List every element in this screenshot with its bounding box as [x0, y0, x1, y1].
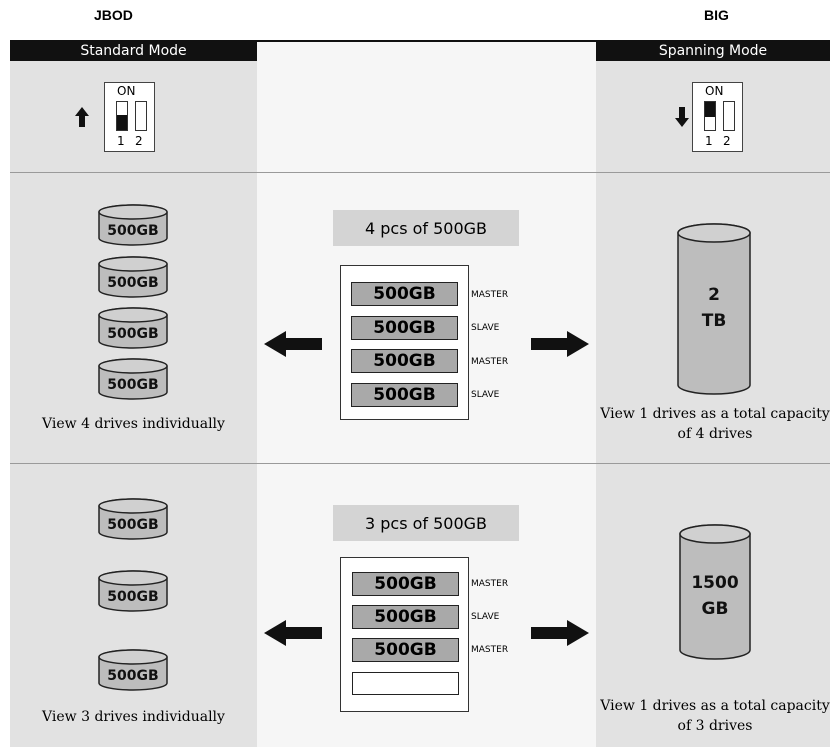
drive-role-label: MASTER — [471, 645, 509, 655]
right-arrow-icon — [531, 620, 589, 646]
drive-count-label: 4 pcs of 500GB — [333, 210, 519, 246]
volume-unit: TB — [702, 311, 727, 331]
dip-on-label: ON — [705, 84, 724, 98]
disk-label: 500GB — [107, 517, 158, 533]
standard-mode-bar: Standard Mode — [10, 40, 257, 61]
spanned-volume-icon: 1500 GB — [679, 524, 751, 660]
left-arrow-icon — [264, 620, 322, 646]
drive-role-label: SLAVE — [471, 390, 500, 400]
drive-slot: 500GB — [351, 349, 458, 373]
drive-count-text: 4 pcs of 500GB — [364, 218, 488, 238]
volume-size: 2 — [708, 285, 720, 305]
drive-slot: 500GB — [352, 605, 459, 629]
drive-slot: 500GB — [351, 282, 458, 306]
big-caption: View 1 drives as a total capacity of 3 d… — [600, 696, 830, 736]
drive-slot: 500GB — [351, 383, 458, 407]
down-arrow-icon — [675, 107, 689, 131]
jbod-title: JBOD — [94, 7, 133, 23]
empty-drive-slot — [352, 672, 459, 695]
disk-icon: 500GB — [98, 570, 168, 612]
big-title: BIG — [704, 7, 729, 23]
drive-count-text: 3 pcs of 500GB — [364, 513, 488, 533]
left-arrow-icon — [264, 331, 322, 357]
disk-label: 500GB — [107, 377, 158, 393]
standard-mode-label: Standard Mode — [80, 42, 187, 59]
drive-role-label: MASTER — [471, 357, 509, 367]
volume-size: 1500 — [691, 573, 738, 593]
spanning-mode-label: Spanning Mode — [658, 42, 768, 59]
dip-switch-2 — [723, 101, 735, 131]
big-caption-line1: View 1 drives as a total capacity — [600, 406, 830, 422]
dip-number-2: 2 — [135, 134, 143, 148]
volume-unit: GB — [702, 599, 729, 619]
header-rule — [10, 40, 830, 42]
drive-count-label: 3 pcs of 500GB — [333, 505, 519, 541]
drive-role-label: SLAVE — [471, 612, 500, 622]
big-caption: View 1 drives as a total capacity of 4 d… — [600, 404, 830, 444]
row-divider — [10, 172, 830, 173]
disk-icon: 500GB — [98, 649, 168, 691]
disk-icon: 500GB — [98, 307, 168, 349]
dip-switch-spanning: ON 1 2 — [692, 82, 743, 152]
drive-role-label: SLAVE — [471, 323, 500, 333]
drive-slot: 500GB — [352, 572, 459, 596]
disk-label: 500GB — [107, 668, 158, 684]
jbod-caption: View 3 drives individually — [42, 709, 225, 725]
dip-switch-standard: ON 1 2 — [104, 82, 155, 152]
disk-label: 500GB — [107, 326, 158, 342]
drive-slot: 500GB — [351, 316, 458, 340]
right-arrow-icon — [531, 331, 589, 357]
drive-role-label: MASTER — [471, 579, 509, 589]
spanning-mode-bar: Spanning Mode — [596, 40, 830, 61]
disk-icon: 500GB — [98, 498, 168, 540]
dip-number-1: 1 — [705, 134, 713, 148]
disk-icon: 500GB — [98, 204, 168, 246]
up-arrow-icon — [75, 107, 89, 131]
disk-icon: 500GB — [98, 256, 168, 298]
jbod-caption: View 4 drives individually — [42, 416, 225, 432]
disk-label: 500GB — [107, 589, 158, 605]
disk-icon: 500GB — [98, 358, 168, 400]
big-caption-line2: of 3 drives — [677, 718, 753, 734]
dip-on-label: ON — [117, 84, 136, 98]
disk-label: 500GB — [107, 275, 158, 291]
drive-role-label: MASTER — [471, 290, 509, 300]
dip-number-2: 2 — [723, 134, 731, 148]
dip-switch-2 — [135, 101, 147, 131]
dip-switch-1 — [704, 101, 716, 131]
big-caption-line1: View 1 drives as a total capacity — [600, 698, 830, 714]
dip-switch-1 — [116, 101, 128, 131]
spanned-volume-icon: 2 TB — [677, 223, 751, 395]
big-caption-line2: of 4 drives — [677, 426, 753, 442]
disk-label: 500GB — [107, 223, 158, 239]
drive-slot: 500GB — [352, 638, 459, 662]
dip-number-1: 1 — [117, 134, 125, 148]
row-divider — [10, 463, 830, 464]
